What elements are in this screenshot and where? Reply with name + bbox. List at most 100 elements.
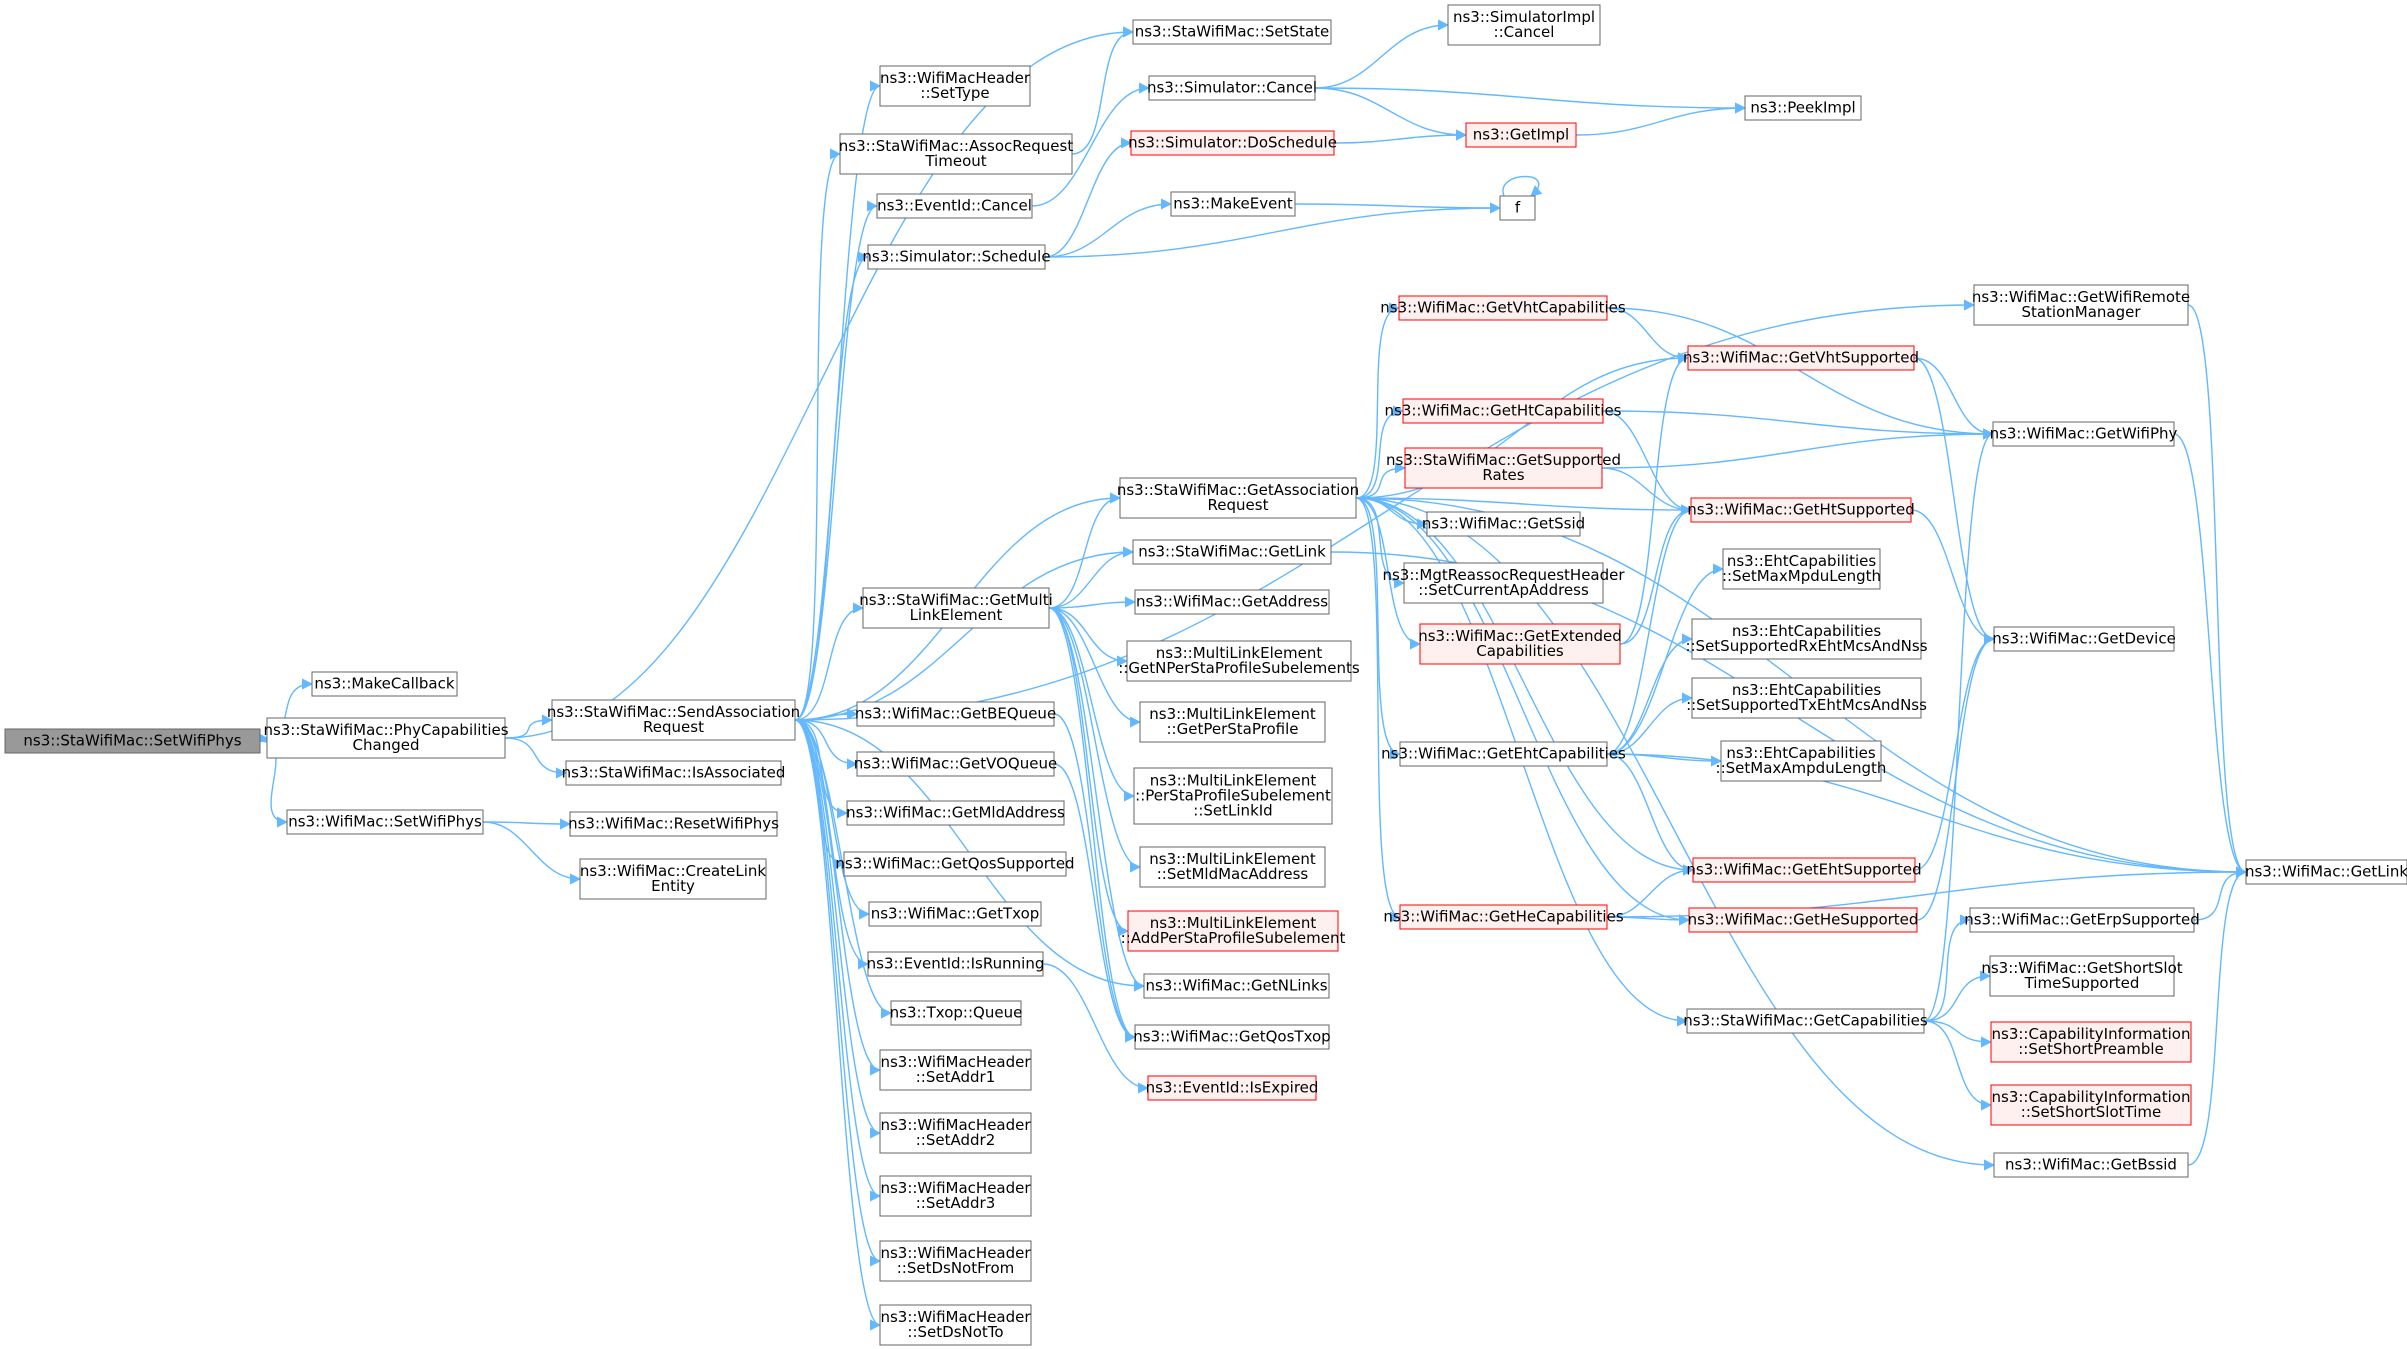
node-getssid[interactable]: ns3::WifiMac::GetSsid bbox=[1422, 511, 1585, 537]
node-setsuprx[interactable]: ns3::EhtCapabilities::SetSupportedRxEhtM… bbox=[1685, 618, 1928, 660]
call-edge-getassocreq-to-getehtsup bbox=[1355, 497, 1695, 876]
node-peekimpl[interactable]: ns3::PeekImpl bbox=[1744, 95, 1862, 121]
node-getperprof[interactable]: ns3::MultiLinkElement::GetPerStaProfile bbox=[1139, 701, 1326, 743]
node-evcancel[interactable]: ns3::EventId::Cancel bbox=[876, 193, 1033, 219]
node-gethecap[interactable]: ns3::WifiMac::GetHeCapabilities bbox=[1383, 904, 1624, 930]
node-schedule[interactable]: ns3::Simulator::Schedule bbox=[862, 244, 1051, 270]
node-getvhtsup[interactable]: ns3::WifiMac::GetVhtSupported bbox=[1683, 345, 1919, 371]
node-setshortpre[interactable]: ns3::CapabilityInformation::SetShortPrea… bbox=[1990, 1021, 2192, 1063]
node-isrunning[interactable]: ns3::EventId::IsRunning bbox=[867, 951, 1045, 977]
node-root[interactable]: ns3::StaWifiMac::SetWifiPhys bbox=[4, 728, 261, 754]
node-getehtcap[interactable]: ns3::WifiMac::GetEhtCapabilities bbox=[1381, 741, 1626, 767]
node-getwifiphy[interactable]: ns3::WifiMac::GetWifiPhy bbox=[1990, 421, 2178, 447]
node-dsnotto[interactable]: ns3::WifiMacHeader::SetDsNotTo bbox=[879, 1304, 1032, 1346]
node-label: ns3::WifiMac::GetErpSupported bbox=[1964, 911, 2200, 929]
node-dsnotfrom[interactable]: ns3::WifiMacHeader::SetDsNotFrom bbox=[879, 1240, 1032, 1282]
node-box bbox=[1447, 4, 1601, 46]
node-getdevice[interactable]: ns3::WifiMac::GetDevice bbox=[1992, 626, 2176, 652]
node-box bbox=[1720, 740, 1882, 782]
node-getqostxop[interactable]: ns3::WifiMac::GetQosTxop bbox=[1133, 1024, 1331, 1050]
node-label: ns3::StaWifiMac::GetAssociation bbox=[1117, 481, 1359, 499]
node-label: ns3::EventId::Cancel bbox=[877, 197, 1032, 215]
node-box bbox=[1691, 677, 1922, 719]
node-getnlinks[interactable]: ns3::WifiMac::GetNLinks bbox=[1143, 973, 1330, 999]
node-setshortslot[interactable]: ns3::CapabilityInformation::SetShortSlot… bbox=[1990, 1084, 2192, 1126]
node-getqossup[interactable]: ns3::WifiMac::GetQosSupported bbox=[835, 851, 1075, 877]
node-resetphys[interactable]: ns3::WifiMac::ResetWifiPhys bbox=[568, 811, 779, 837]
node-wsetphys[interactable]: ns3::WifiMac::SetWifiPhys bbox=[286, 809, 484, 835]
node-setcurap[interactable]: ns3::MgtReassocRequestHeader::SetCurrent… bbox=[1382, 562, 1625, 604]
node-getbssid[interactable]: ns3::WifiMac::GetBssid bbox=[1993, 1152, 2189, 1178]
node-getwrsm[interactable]: ns3::WifiMac::GetWifiRemoteStationManage… bbox=[1972, 284, 2190, 326]
node-txopq[interactable]: ns3::Txop::Queue bbox=[890, 1000, 1023, 1026]
node-setsuptx[interactable]: ns3::EhtCapabilities::SetSupportedTxEhtM… bbox=[1686, 677, 1927, 719]
node-box bbox=[1130, 130, 1335, 156]
node-label: ns3::WifiMac::GetHeCapabilities bbox=[1383, 908, 1624, 926]
node-simcancel[interactable]: ns3::Simulator::Cancel bbox=[1147, 75, 1317, 101]
call-edge-getcaps-to-setshortslot bbox=[1923, 1020, 1993, 1111]
node-f[interactable]: f bbox=[1499, 195, 1536, 221]
node-setmldmac[interactable]: ns3::MultiLinkElement::SetMldMacAddress bbox=[1139, 846, 1326, 888]
node-isassoc[interactable]: ns3::StaWifiMac::IsAssociated bbox=[562, 760, 786, 786]
node-label: Rates bbox=[1482, 466, 1524, 484]
node-gethesup[interactable]: ns3::WifiMac::GetHeSupported bbox=[1688, 907, 1919, 933]
node-makeevent[interactable]: ns3::MakeEvent bbox=[1170, 191, 1296, 217]
node-makecb[interactable]: ns3::MakeCallback bbox=[311, 671, 458, 697]
node-getlink[interactable]: ns3::StaWifiMac::GetLink bbox=[1132, 539, 1332, 565]
node-settype[interactable]: ns3::WifiMacHeader::SetType bbox=[879, 65, 1031, 107]
call-edge-getextcap-to-getvhtsup bbox=[1619, 352, 1690, 645]
node-box bbox=[1139, 701, 1326, 743]
node-simimplcancel[interactable]: ns3::SimulatorImpl::Cancel bbox=[1447, 4, 1601, 46]
node-box bbox=[1688, 907, 1918, 933]
node-box bbox=[867, 951, 1044, 977]
call-edge-gethecap-to-getehtsup bbox=[1606, 864, 1695, 918]
node-isexpired[interactable]: ns3::EventId::IsExpired bbox=[1146, 1075, 1319, 1101]
node-label: ns3::MultiLinkElement bbox=[1150, 772, 1317, 790]
node-getnper[interactable]: ns3::MultiLinkElement::GetNPerStaProfile… bbox=[1118, 640, 1360, 682]
node-setmaxampdu[interactable]: ns3::EhtCapabilities::SetMaxAmpduLength bbox=[1716, 740, 1887, 782]
node-label: ::SetCurrentApAddress bbox=[1418, 581, 1589, 599]
node-box bbox=[1993, 626, 2175, 652]
node-getbeq[interactable]: ns3::WifiMac::GetBEQueue bbox=[855, 701, 1056, 727]
node-getimpl[interactable]: ns3::GetImpl bbox=[1465, 122, 1577, 148]
node-label: ::GetNPerStaProfileSubelements bbox=[1118, 659, 1360, 677]
node-label: Changed bbox=[353, 736, 420, 754]
node-getehtsup[interactable]: ns3::WifiMac::GetEhtSupported bbox=[1686, 857, 1922, 883]
node-getcaps[interactable]: ns3::StaWifiMac::GetCapabilities bbox=[1683, 1008, 1928, 1034]
node-gethtsup[interactable]: ns3::WifiMac::GetHtSupported bbox=[1687, 497, 1915, 523]
node-label: ::SetAddr2 bbox=[916, 1131, 996, 1149]
node-getaddress[interactable]: ns3::WifiMac::GetAddress bbox=[1134, 589, 1330, 615]
node-getvoq[interactable]: ns3::WifiMac::GetVOQueue bbox=[854, 751, 1057, 777]
node-setstate[interactable]: ns3::StaWifiMac::SetState bbox=[1132, 19, 1332, 45]
node-getmld[interactable]: ns3::WifiMac::GetMldAddress bbox=[846, 800, 1065, 826]
node-wmgetlink[interactable]: ns3::WifiMac::GetLink bbox=[2245, 859, 2407, 885]
node-addr2[interactable]: ns3::WifiMacHeader::SetAddr2 bbox=[879, 1112, 1032, 1154]
node-addperprof[interactable]: ns3::MultiLinkElement::AddPerStaProfileS… bbox=[1121, 910, 1346, 952]
node-addr1[interactable]: ns3::WifiMacHeader::SetAddr1 bbox=[879, 1049, 1032, 1091]
node-setlinkid[interactable]: ns3::MultiLinkElement::PerStaProfileSube… bbox=[1133, 767, 1333, 825]
node-setmaxmpdu[interactable]: ns3::EhtCapabilities::SetMaxMpduLength bbox=[1722, 548, 1881, 590]
node-box bbox=[4, 728, 261, 754]
node-addr3[interactable]: ns3::WifiMacHeader::SetAddr3 bbox=[879, 1175, 1032, 1217]
node-geterpsup[interactable]: ns3::WifiMac::GetErpSupported bbox=[1964, 907, 2200, 933]
node-doschedule[interactable]: ns3::Simulator::DoSchedule bbox=[1128, 130, 1337, 156]
node-getvhtcap[interactable]: ns3::WifiMac::GetVhtCapabilities bbox=[1380, 295, 1626, 321]
node-gettxop[interactable]: ns3::WifiMac::GetTxop bbox=[868, 901, 1042, 927]
call-edge-getcaps-to-geterpsup bbox=[1923, 914, 1972, 1022]
node-label: StationManager bbox=[2021, 303, 2141, 321]
node-label: ns3::StaWifiMac::GetLink bbox=[1138, 543, 1326, 561]
node-box bbox=[1499, 195, 1536, 221]
node-label: ns3::WifiMac::GetEhtSupported bbox=[1686, 861, 1921, 879]
node-gethtcap[interactable]: ns3::WifiMac::GetHtCapabilities bbox=[1385, 398, 1622, 424]
node-box bbox=[1398, 295, 1608, 321]
node-box bbox=[1132, 539, 1332, 565]
